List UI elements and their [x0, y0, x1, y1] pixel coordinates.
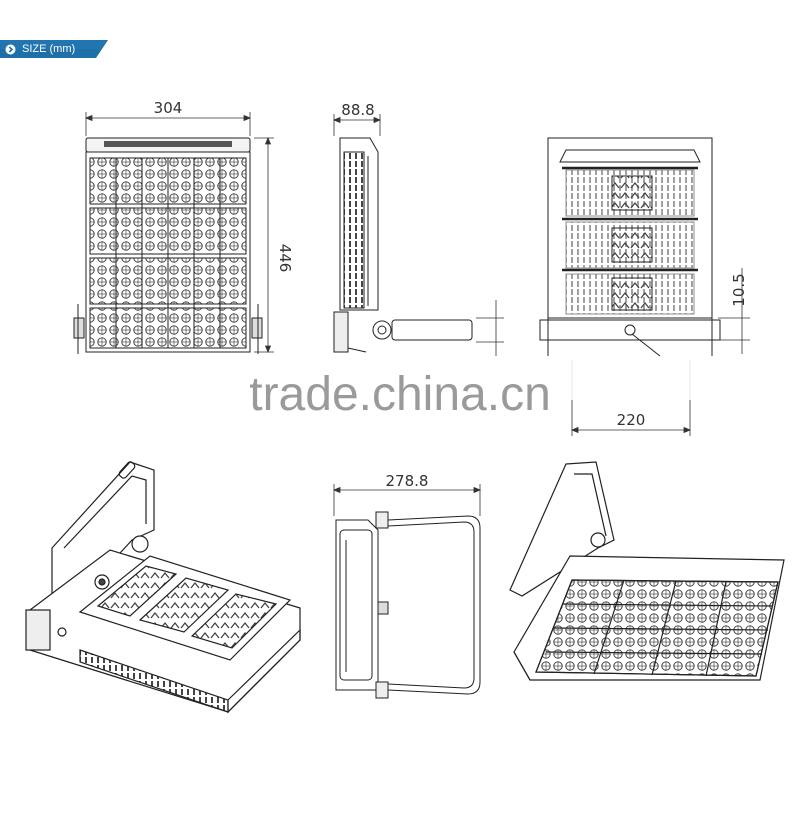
watermark-band — [80, 360, 740, 400]
bracket-depth-dimension — [332, 484, 482, 516]
bracket-depth-label: 278.8 — [386, 472, 429, 490]
front-width-label: 304 — [154, 99, 183, 117]
front-width-dimension — [84, 112, 252, 136]
watermark-text: trade.china.cn — [249, 368, 551, 421]
section-header-label: SIZE (mm) — [22, 43, 76, 55]
side-depth-label: 88.8 — [341, 101, 374, 119]
back-offset-dimension — [718, 268, 750, 354]
isometric-view-right — [509, 461, 785, 681]
back-offset-label: 10.5 — [730, 273, 748, 306]
isometric-view-left — [25, 461, 301, 714]
side-view — [333, 137, 473, 353]
section-header-tag — [0, 40, 108, 58]
back-width-label: 220 — [617, 411, 646, 429]
front-view — [73, 137, 263, 354]
back-view — [539, 137, 721, 357]
front-height-dimension — [254, 136, 274, 354]
bracket-side-view — [335, 511, 481, 699]
side-depth-dimension — [332, 114, 382, 136]
chevron-right-circle-icon — [5, 44, 16, 55]
side-bracket-dimension — [476, 300, 504, 356]
front-height-label: 446 — [276, 244, 294, 273]
